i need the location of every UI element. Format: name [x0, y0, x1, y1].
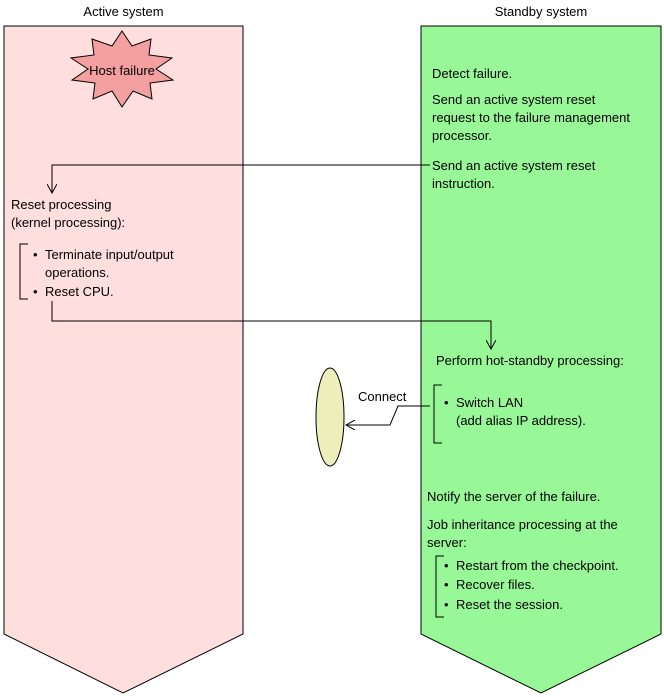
job-bullet-2: •Recover files.: [444, 577, 535, 592]
send-instruction-line-1: Send an active system reset: [432, 158, 596, 173]
hot-standby-text: Perform hot-standby processing:: [436, 353, 624, 368]
job-bullet-3: •Reset the session.: [444, 597, 563, 612]
host-failure-label: Host failure: [89, 63, 155, 78]
connect-arrow: [346, 405, 430, 425]
switch-lan-bullet: •Switch LAN: [444, 395, 524, 410]
reset-complete-arrow: [51, 301, 491, 349]
job-inheritance-line-1: Job inheritance processing at the: [427, 517, 618, 532]
connect-label: Connect: [358, 389, 407, 404]
active-system-header: Active system: [83, 4, 164, 19]
switch-lan-detail: (add alias IP address).: [456, 413, 586, 428]
standby-system-header: Standby system: [494, 4, 588, 19]
active-bullet-1: •Terminate input/output: [33, 247, 174, 262]
send-request-line-2: request to the failure management: [432, 110, 631, 125]
reset-processing-subtitle: (kernel processing):: [11, 215, 126, 230]
switch-lan-bracket: [433, 384, 442, 444]
send-instruction-line-2: instruction.: [432, 176, 495, 191]
detect-failure-text: Detect failure.: [432, 66, 513, 81]
notify-server-text: Notify the server of the failure.: [427, 489, 601, 504]
job-bullet-1: •Restart from the checkpoint.: [444, 558, 619, 573]
reset-processing-title: Reset processing: [11, 197, 112, 212]
lan-ellipse: [315, 367, 345, 467]
standby-system-column: [420, 25, 662, 694]
reset-instruction-arrow: [52, 164, 430, 193]
host-failure-burst: [69, 30, 175, 108]
send-request-line-3: processor.: [432, 128, 492, 143]
active-bullet-bracket: [19, 243, 28, 300]
active-bullet-2: •Reset CPU.: [33, 284, 114, 299]
active-system-column: [3, 25, 244, 694]
send-request-line-1: Send an active system reset: [432, 92, 596, 107]
job-inheritance-line-2: server:: [427, 535, 467, 550]
job-bullet-bracket: [435, 555, 444, 618]
active-bullet-1-cont: operations.: [45, 265, 110, 280]
